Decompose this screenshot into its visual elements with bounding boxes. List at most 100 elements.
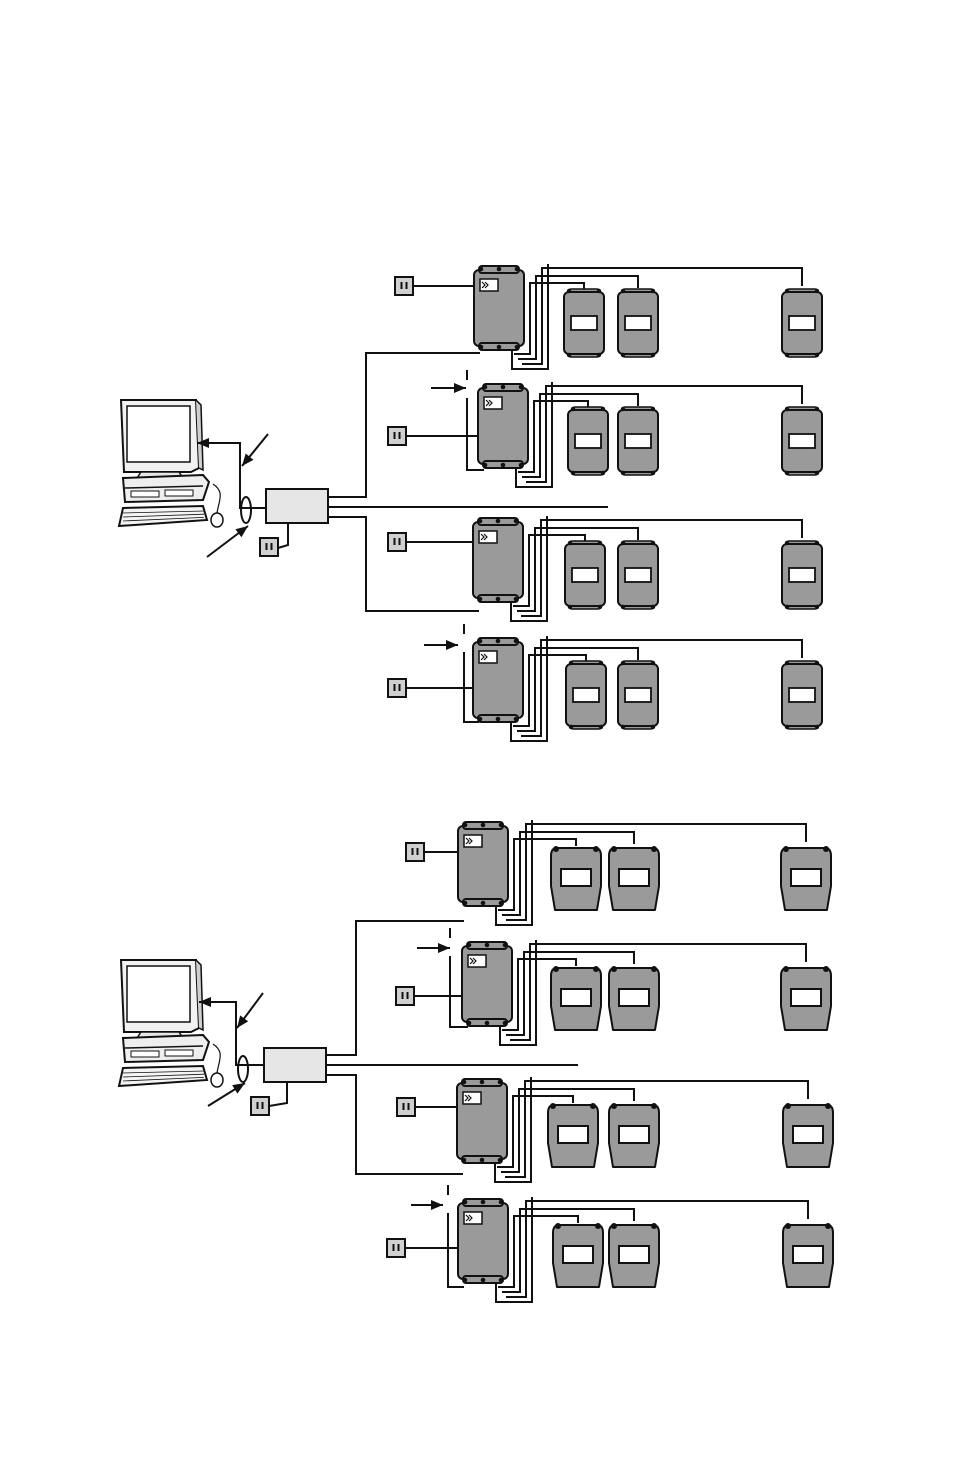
meter-screw bbox=[571, 471, 575, 475]
mounting-screw bbox=[463, 823, 468, 828]
controller-box-icon bbox=[473, 638, 523, 722]
meter-display bbox=[572, 568, 598, 582]
mounting-screw bbox=[499, 823, 504, 828]
power-outlet-icon bbox=[395, 277, 413, 295]
outlet-face bbox=[388, 533, 406, 551]
meter-screw bbox=[651, 661, 655, 665]
hub-power-cord bbox=[278, 523, 288, 548]
meter-display bbox=[791, 989, 821, 1006]
monitor-screen bbox=[127, 406, 190, 462]
meter-icon bbox=[782, 541, 822, 609]
outlet-face bbox=[251, 1097, 269, 1115]
pointer-arrow bbox=[207, 526, 248, 557]
arrow-head bbox=[431, 1200, 443, 1210]
mounting-screw bbox=[496, 597, 501, 602]
meter-display bbox=[558, 1126, 588, 1143]
meter-screw bbox=[555, 1223, 561, 1229]
meter-display bbox=[789, 434, 815, 448]
meter-screw bbox=[815, 605, 819, 609]
meter-display bbox=[619, 1126, 649, 1143]
controller-label bbox=[468, 955, 486, 967]
controller-label bbox=[480, 279, 498, 291]
mounting-screw bbox=[496, 519, 501, 524]
power-outlet-icon bbox=[397, 1098, 415, 1116]
mounting-screw bbox=[463, 1200, 468, 1205]
mounting-screw bbox=[501, 385, 506, 390]
mounting-screw bbox=[485, 943, 490, 948]
branch-down-line bbox=[328, 517, 479, 611]
meter-display bbox=[791, 869, 821, 886]
meter-icon bbox=[618, 407, 658, 475]
meter-icon bbox=[609, 966, 659, 1030]
controller-row-2 bbox=[396, 928, 831, 1045]
meter-icon bbox=[551, 846, 601, 910]
mounting-screw bbox=[481, 823, 486, 828]
mounting-screw bbox=[485, 1021, 490, 1026]
outlet-face bbox=[395, 277, 413, 295]
hub-power-cord bbox=[269, 1082, 287, 1106]
system-unit bbox=[123, 1035, 209, 1062]
branch-down-line bbox=[326, 1075, 463, 1174]
power-outlet-icon bbox=[260, 538, 278, 556]
meter-screw bbox=[651, 471, 655, 475]
meter-display bbox=[793, 1126, 823, 1143]
meter-screw bbox=[651, 1103, 657, 1109]
mounting-screw bbox=[499, 1278, 504, 1283]
meter-screw bbox=[621, 353, 625, 357]
mounting-screw bbox=[481, 1278, 486, 1283]
mounting-screw bbox=[499, 1200, 504, 1205]
meter-screw bbox=[599, 661, 603, 665]
arrow-head bbox=[454, 383, 466, 393]
meter-screw bbox=[593, 846, 599, 852]
pointer-arrow bbox=[242, 434, 268, 466]
mounting-screw bbox=[503, 1021, 508, 1026]
mounting-screw bbox=[480, 1158, 485, 1163]
mounting-screw bbox=[467, 1021, 472, 1026]
meter-icon bbox=[553, 1223, 603, 1287]
cable-arrow bbox=[197, 438, 240, 448]
power-outlet-icon bbox=[251, 1097, 269, 1115]
controller-row-2 bbox=[388, 370, 822, 487]
mounting-screw bbox=[514, 519, 519, 524]
meter-screw bbox=[593, 966, 599, 972]
meter-screw bbox=[783, 966, 789, 972]
controller-row-4 bbox=[387, 1185, 833, 1302]
meter-screw bbox=[601, 407, 605, 411]
meter-screw bbox=[815, 289, 819, 293]
meter-screw bbox=[815, 541, 819, 545]
meter-screw bbox=[651, 1223, 657, 1229]
meter-icon bbox=[782, 289, 822, 357]
meter-screw bbox=[553, 846, 559, 852]
mounting-screw bbox=[481, 901, 486, 906]
outlet-face bbox=[387, 1239, 405, 1257]
mouse bbox=[211, 513, 223, 527]
meter-screw bbox=[621, 407, 625, 411]
meter-screw bbox=[651, 289, 655, 293]
meter-screw bbox=[597, 289, 601, 293]
meter-icon bbox=[783, 1103, 833, 1167]
meter-icon bbox=[609, 1223, 659, 1287]
meter-icon bbox=[782, 661, 822, 729]
drive-bay bbox=[165, 1050, 193, 1056]
mounting-screw bbox=[503, 943, 508, 948]
power-outlet-icon bbox=[406, 843, 424, 861]
meter-display bbox=[789, 688, 815, 702]
mounting-screw bbox=[514, 597, 519, 602]
power-outlet-icon bbox=[387, 1239, 405, 1257]
controller-label bbox=[479, 531, 497, 543]
mounting-screw bbox=[478, 717, 483, 722]
meter-screw bbox=[823, 966, 829, 972]
arrow-head bbox=[235, 526, 248, 537]
meter-display bbox=[571, 316, 597, 330]
monitor-screen bbox=[127, 966, 190, 1022]
meter-screw bbox=[651, 353, 655, 357]
mouse-cable bbox=[213, 1044, 220, 1073]
system-unit bbox=[123, 475, 209, 502]
hub-body bbox=[264, 1048, 326, 1082]
mounting-screw bbox=[478, 597, 483, 602]
meter-screw bbox=[611, 846, 617, 852]
mounting-screw bbox=[481, 1200, 486, 1205]
cable-line bbox=[201, 1002, 264, 1065]
meter-screw bbox=[598, 541, 602, 545]
